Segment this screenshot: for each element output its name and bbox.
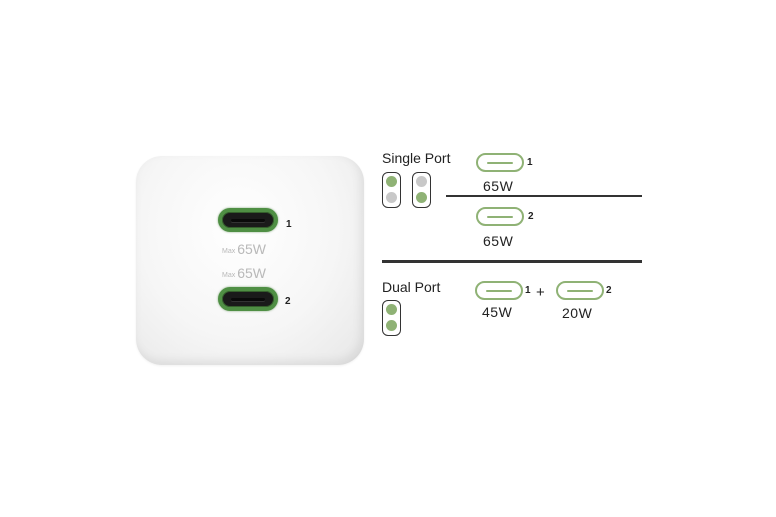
indicator-port-1-active <box>382 172 401 208</box>
dual-port-1-number: 1 <box>525 285 531 296</box>
indicator-dot-inactive <box>385 192 397 203</box>
plus-sign: + <box>536 284 545 301</box>
rating-1-value: 65W <box>237 241 267 257</box>
rating-2-prefix: Max <box>222 272 236 279</box>
rating-1-prefix: Max <box>222 248 236 255</box>
indicator-dot-active <box>415 192 427 203</box>
rating-2-value: 65W <box>237 265 267 281</box>
single-option-1-number: 1 <box>527 157 533 168</box>
dual-port-title: Dual Port <box>382 279 441 295</box>
usb-c-port-2 <box>218 287 278 311</box>
usb-c-pill-icon <box>476 207 524 226</box>
indicator-dot-active <box>385 304 397 315</box>
usb-c-pill-icon <box>476 153 524 172</box>
indicator-dot-inactive <box>415 176 427 187</box>
single-option-2-number: 2 <box>528 211 534 222</box>
indicator-both-active <box>382 300 401 336</box>
port-2-number: 2 <box>285 296 291 307</box>
indicator-dot-active <box>385 176 397 187</box>
dual-port-1-watt: 45W <box>482 304 513 320</box>
usb-c-pill-icon <box>556 281 604 300</box>
usb-c-pill-icon <box>475 281 523 300</box>
divider-thin <box>446 195 642 197</box>
usb-c-port-1 <box>218 208 278 232</box>
indicator-port-2-active <box>412 172 431 208</box>
dual-port-2-number: 2 <box>606 285 612 296</box>
indicator-dot-active <box>385 320 397 331</box>
port-1-number: 1 <box>286 219 292 230</box>
divider-thick <box>382 260 642 263</box>
dual-port-2-watt: 20W <box>562 305 593 321</box>
single-option-2-watt: 65W <box>483 233 514 249</box>
single-option-1-watt: 65W <box>483 178 514 194</box>
single-port-title: Single Port <box>382 150 451 166</box>
